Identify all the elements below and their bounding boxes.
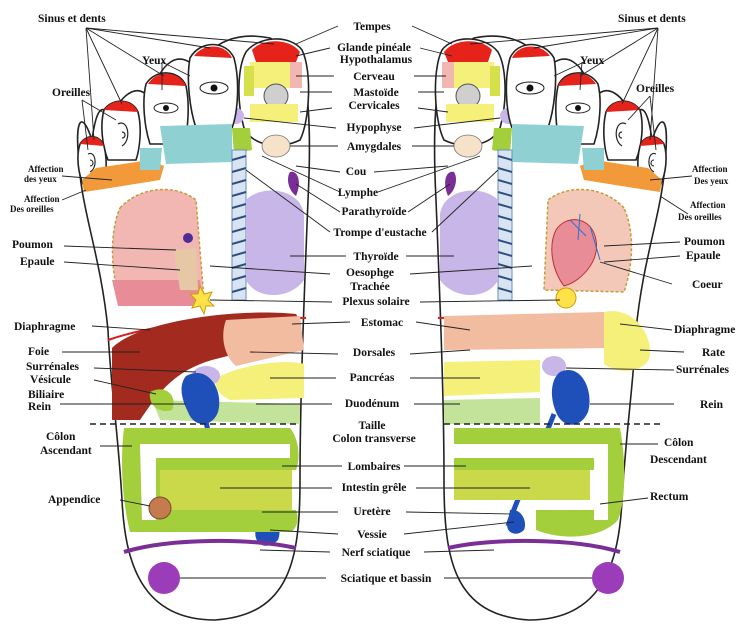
label-right-poumon: Poumon [684, 236, 726, 248]
label-vessie: Vessie [357, 529, 387, 541]
label-amygdales: Amygdales [347, 141, 402, 153]
label-right-rectum: Rectum [650, 491, 689, 503]
label-left-epaule: Epaule [20, 256, 55, 268]
left-amygdales-zone [262, 135, 290, 157]
label-right-affection-oreilles-1: Affection [690, 200, 726, 210]
left-pelvis-zone [148, 562, 180, 594]
left-thyroid-purple-dot [183, 233, 193, 243]
label-duodenum: Duodénum [345, 398, 400, 410]
label-cervicales: Cervicales [348, 100, 400, 112]
label-left-rein: Rein [28, 401, 52, 413]
label-left-affection-oreilles-1: Affection [24, 194, 60, 204]
label-left-poumon: Poumon [12, 239, 54, 251]
left-small-intestine-zone [160, 470, 292, 510]
label-right-surrenales: Surrénales [676, 364, 730, 376]
label-right-yeux: Yeux [580, 55, 605, 67]
label-right-epaule: Epaule [686, 250, 721, 262]
right-stomach-zone [444, 312, 621, 350]
label-right-sinus: Sinus et dents [618, 13, 686, 25]
right-thyroid-zone [440, 191, 498, 295]
label-right-colon: Côlon [664, 437, 694, 449]
right-pelvis-zone [592, 562, 624, 594]
label-left-foie: Foie [28, 346, 49, 358]
label-nerf: Nerf sciatique [342, 547, 411, 559]
left-hypothalamus-zone [290, 62, 302, 88]
left-eye-icon-2-pupil [211, 85, 218, 92]
label-left-affection-yeux-2: des yeux [24, 174, 57, 184]
label-thyroide: Thyroïde [353, 251, 398, 263]
label-intestin: Intestin grêle [342, 482, 407, 494]
label-trompe: Trompe d'eustache [333, 227, 426, 239]
label-right-affection-oreilles-2: Des oreilles [678, 212, 722, 222]
label-left-surrenales: Surrénales [26, 361, 80, 373]
label-right-diaphragme: Diaphragme [674, 324, 735, 336]
left-spine [232, 150, 246, 300]
right-foot [435, 36, 667, 620]
left-eye-icon-3-pupil [163, 105, 169, 111]
label-oesophage: Oesophge [346, 267, 394, 279]
label-plexus: Plexus solaire [342, 296, 409, 308]
label-left-affection-yeux-1: Affection [28, 164, 64, 174]
right-eye-icon-2-pupil [527, 85, 534, 92]
label-lymphe: Lymphe [338, 187, 378, 199]
right-spleen-zone [604, 311, 650, 371]
right-teal-zone-2 [582, 148, 604, 170]
label-sciatique: Sciatique et bassin [341, 573, 432, 585]
label-mastoide: Mastoïde [353, 87, 398, 99]
label-hypophyse: Hypophyse [347, 122, 402, 134]
label-left-diaphragme: Diaphragme [14, 321, 75, 333]
right-mastoid-zone [490, 66, 500, 96]
left-foot [78, 36, 310, 620]
left-teal-zone [160, 124, 232, 164]
left-appendix-zone [149, 497, 171, 519]
right-amygdales-zone [454, 135, 482, 157]
label-left-affection-oreilles-2: Des oreilles [10, 204, 54, 214]
left-mastoid-zone [244, 66, 254, 96]
right-plexus-zone [556, 288, 576, 308]
label-right-descendant: Descendant [650, 454, 707, 466]
center-labels: Tempes Glande pinéale Hypothalamus Cerve… [332, 21, 432, 585]
label-pancreas: Pancréas [350, 372, 395, 384]
right-duodenum-zone [444, 398, 540, 424]
left-teal-zone-2 [140, 148, 162, 170]
label-lombaires: Lombaires [348, 461, 401, 473]
label-left-colon: Côlon [46, 431, 76, 443]
label-right-affection-yeux-1: Affection [692, 164, 728, 174]
label-right-rate: Rate [702, 347, 725, 359]
label-hypothalamus: Hypothalamus [340, 54, 413, 66]
label-estomac: Estomac [361, 317, 403, 329]
right-teal-zone [512, 124, 584, 164]
label-left-yeux: Yeux [142, 55, 167, 67]
label-left-vesicule: Vésicule [30, 374, 71, 386]
label-right-affection-yeux-2: Des yeux [694, 176, 729, 186]
label-trachee: Trachée [350, 281, 389, 293]
label-uretere: Uretère [353, 506, 390, 518]
label-taille: Taille [358, 420, 385, 432]
label-left-ascendant: Ascendant [40, 445, 92, 457]
label-right-coeur: Coeur [692, 279, 723, 291]
label-tempes: Tempes [353, 21, 391, 33]
right-hypothalamus-zone [442, 62, 454, 88]
label-parathyroide: Parathyroïde [342, 206, 407, 218]
label-left-oreilles: Oreilles [52, 87, 91, 99]
label-cou: Cou [346, 166, 367, 178]
label-right-oreilles: Oreilles [636, 83, 675, 95]
label-cerveau: Cerveau [353, 71, 395, 83]
label-left-appendice: Appendice [48, 494, 100, 506]
label-left-sinus: Sinus et dents [38, 13, 106, 25]
label-colon-transverse: Colon transverse [332, 433, 415, 445]
right-eye-icon-3-pupil [575, 105, 581, 111]
label-dorsales: Dorsales [353, 347, 396, 359]
label-glande-pineale: Glande pinéale [337, 42, 411, 54]
right-small-intestine-zone [454, 470, 590, 500]
right-spine [498, 150, 512, 300]
label-right-rein: Rein [700, 399, 724, 411]
label-left-biliaire: Biliaire [28, 389, 64, 401]
